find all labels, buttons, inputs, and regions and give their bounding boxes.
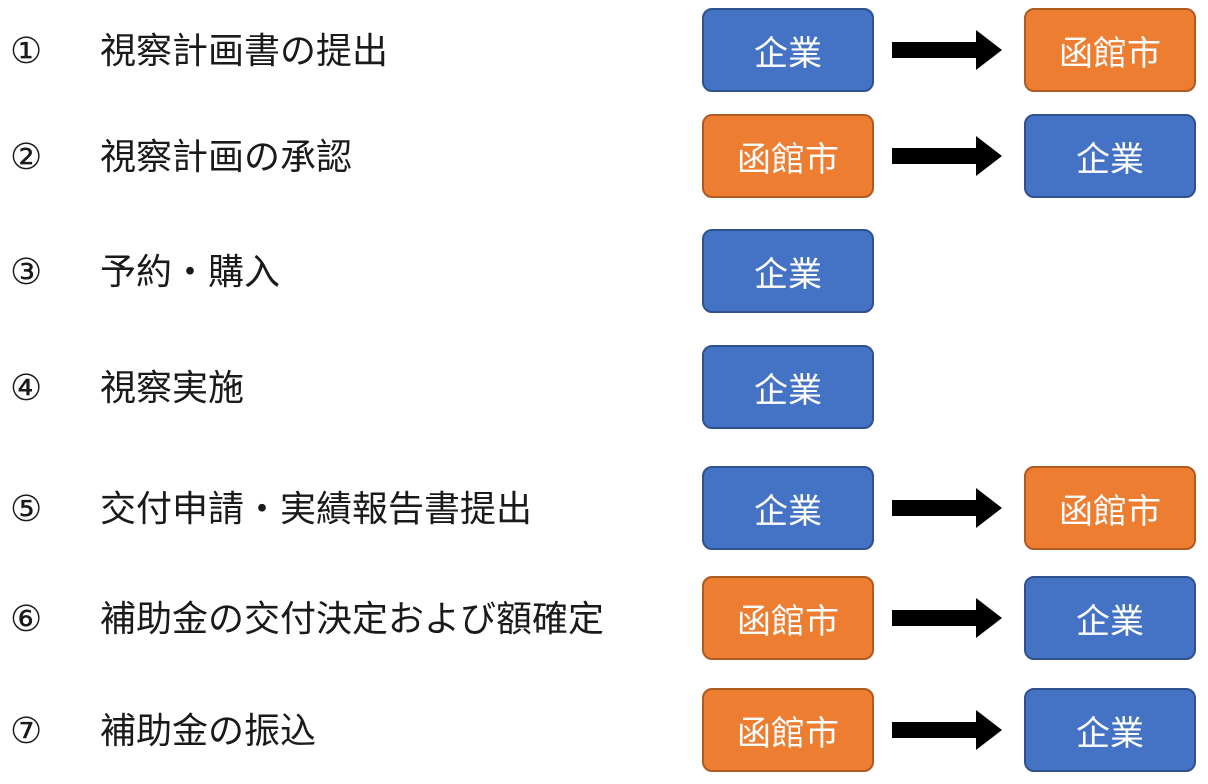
step-number: ①	[10, 31, 43, 72]
step-label: 視察計画の承認	[100, 137, 353, 178]
city-box: 函館市	[702, 114, 874, 198]
city-box: 函館市	[702, 688, 874, 772]
right-arrow-icon	[892, 598, 1002, 638]
step-label: 予約・購入	[100, 252, 281, 293]
step-number: ⑦	[10, 711, 43, 752]
company-box: 企業	[702, 466, 874, 550]
step-row-5: ⑤ 交付申請・実績報告書提出 企業 函館市	[0, 466, 1208, 554]
city-box: 函館市	[1024, 8, 1196, 92]
city-box: 函館市	[702, 576, 874, 660]
step-row-3: ③ 予約・購入 企業	[0, 229, 1208, 317]
right-arrow-icon	[892, 136, 1002, 176]
right-arrow-icon	[892, 710, 1002, 750]
step-row-7: ⑦ 補助金の振込 函館市 企業	[0, 688, 1208, 776]
company-box: 企業	[1024, 114, 1196, 198]
step-row-4: ④ 視察実施 企業	[0, 345, 1208, 433]
step-label: 補助金の振込	[100, 711, 317, 752]
step-label: 補助金の交付決定および額確定	[100, 599, 605, 640]
step-number: ④	[10, 368, 43, 409]
company-box: 企業	[1024, 688, 1196, 772]
step-number: ③	[10, 252, 43, 293]
step-label: 交付申請・実績報告書提出	[100, 489, 533, 530]
company-box: 企業	[702, 345, 874, 429]
right-arrow-icon	[892, 30, 1002, 70]
step-number: ⑤	[10, 489, 43, 530]
step-number: ②	[10, 137, 43, 178]
right-arrow-icon	[892, 488, 1002, 528]
city-box: 函館市	[1024, 466, 1196, 550]
step-label: 視察計画書の提出	[100, 31, 389, 72]
step-number: ⑥	[10, 599, 43, 640]
company-box: 企業	[702, 8, 874, 92]
step-row-6: ⑥ 補助金の交付決定および額確定 函館市 企業	[0, 576, 1208, 664]
step-label: 視察実施	[100, 368, 245, 409]
company-box: 企業	[702, 229, 874, 313]
step-row-1: ① 視察計画書の提出 企業 函館市	[0, 8, 1208, 96]
company-box: 企業	[1024, 576, 1196, 660]
step-row-2: ② 視察計画の承認 函館市 企業	[0, 114, 1208, 202]
